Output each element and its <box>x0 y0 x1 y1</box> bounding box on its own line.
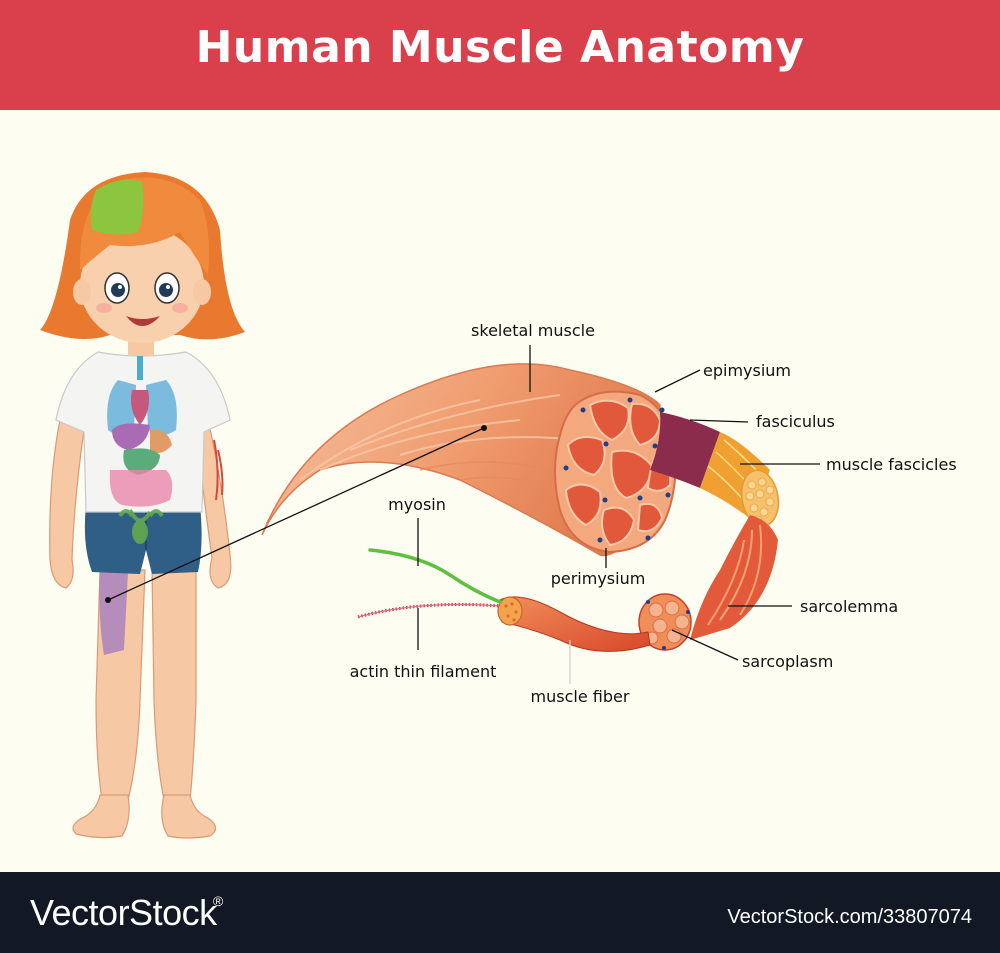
muscle-cross-section <box>554 390 677 554</box>
left-foot <box>72 794 130 839</box>
girl-figure <box>40 172 245 839</box>
fiber-bundle <box>638 515 778 651</box>
arm-vessels <box>213 439 224 501</box>
label-sarcolemma: sarcolemma <box>800 597 898 616</box>
myosin-filament <box>368 548 502 604</box>
smile <box>126 316 160 326</box>
image-id-url: VectorStock.com/33807074 <box>727 906 972 928</box>
face <box>80 227 204 343</box>
right-leg <box>151 569 197 801</box>
label-fasciculus: fasciculus <box>756 412 835 431</box>
label-epimysium: epimysium <box>703 361 791 380</box>
thigh-muscle-highlight <box>99 572 128 655</box>
muscle-fiber-graphic <box>497 596 651 652</box>
brain-highlight <box>90 179 144 235</box>
label-skeletal-muscle: skeletal muscle <box>471 321 595 340</box>
label-perimysium: perimysium <box>551 569 646 588</box>
leader-lines <box>107 345 820 684</box>
label-actin-thin-filament: actin thin filament <box>350 662 497 681</box>
title-banner <box>0 0 1000 110</box>
fasciculus-segment <box>650 412 780 527</box>
right-arm <box>195 418 232 589</box>
footer-bar <box>0 872 1000 953</box>
page-title: Human Muscle Anatomy <box>195 22 805 73</box>
actin-filament <box>357 602 501 619</box>
label-muscle-fascicles: muscle fascicles <box>826 455 957 474</box>
right-foot <box>161 794 217 839</box>
vectorstock-logo: VectorStock <box>30 892 217 933</box>
internal-organs <box>107 340 177 544</box>
right-ear <box>193 279 211 305</box>
label-myosin: myosin <box>388 495 446 514</box>
registered-mark: ® <box>213 893 224 909</box>
label-muscle-fiber: muscle fiber <box>531 687 630 706</box>
left-arm <box>49 419 85 589</box>
label-sarcoplasm: sarcoplasm <box>742 652 833 671</box>
left-ear <box>73 279 91 305</box>
